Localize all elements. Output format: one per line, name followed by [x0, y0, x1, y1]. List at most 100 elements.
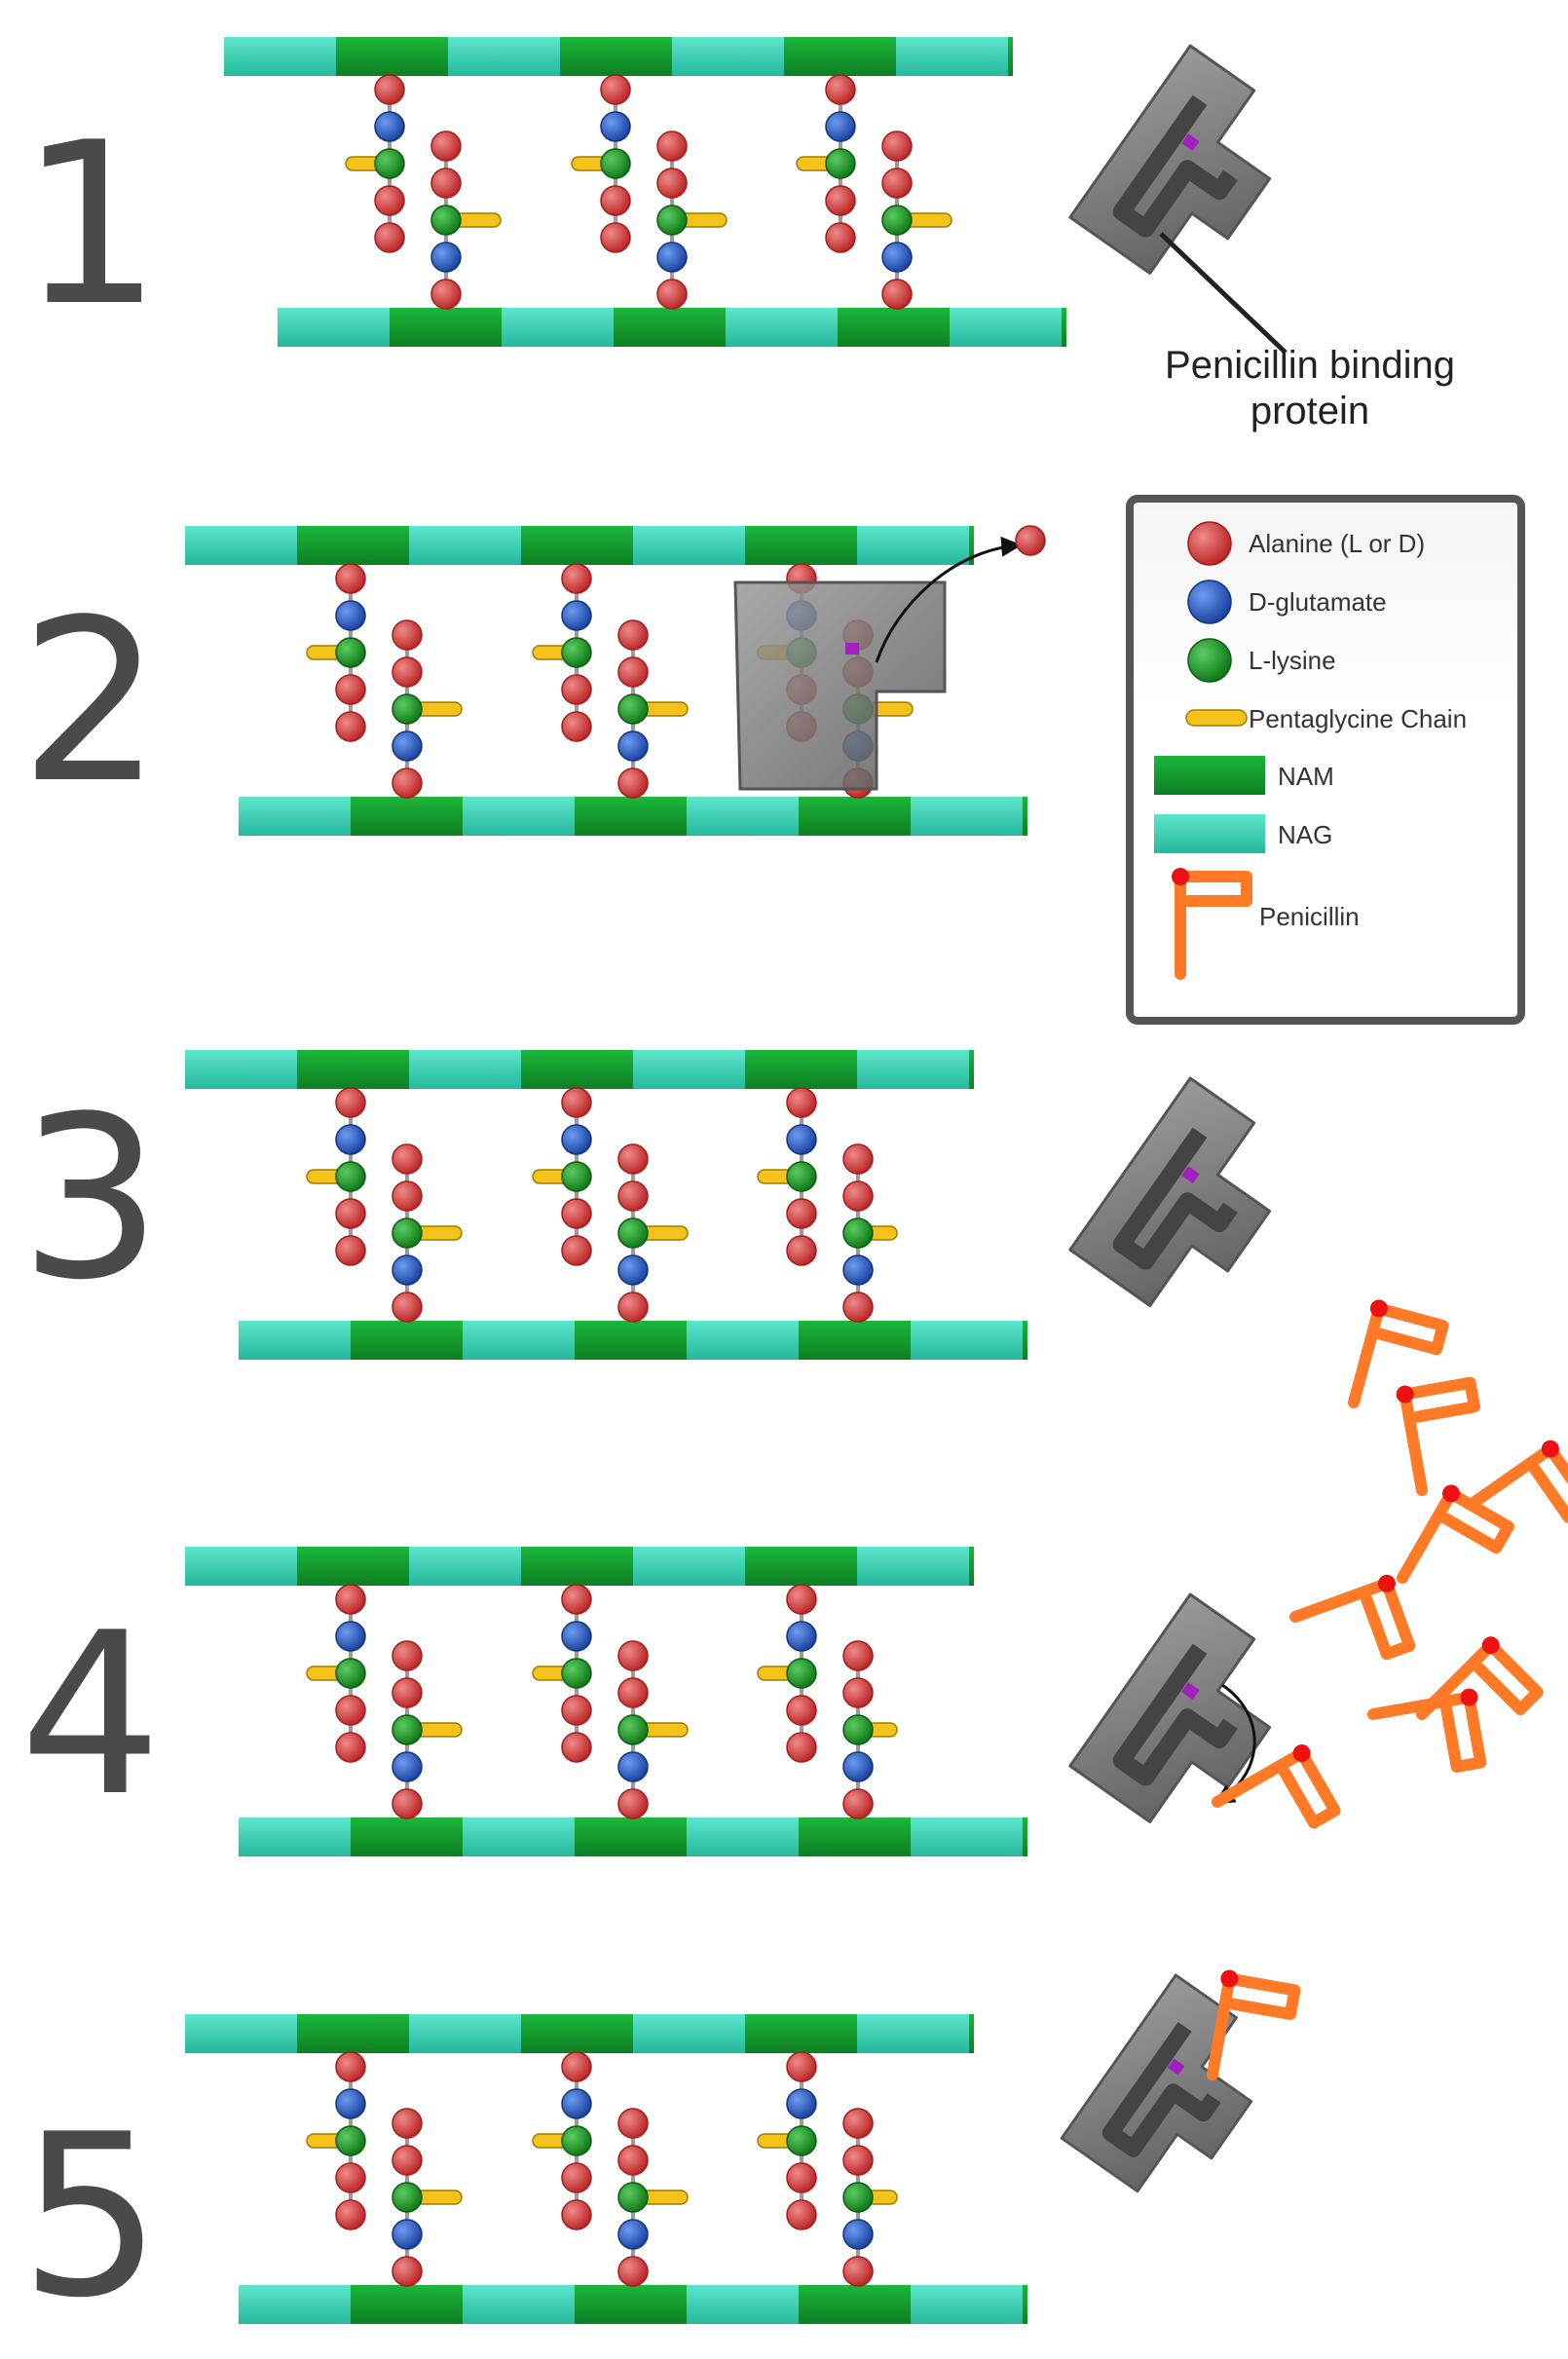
nag-segment: [633, 526, 745, 565]
step-number-3: 3: [19, 1069, 162, 1329]
nag-segment: [448, 37, 560, 76]
nam-segment: [390, 308, 502, 347]
glutamate-residue: [392, 1254, 423, 1286]
penicillin-body: [1465, 1442, 1568, 1523]
alanine-residue: [617, 619, 649, 651]
penicillin-binding-protein-label: Penicillin binding protein: [1159, 232, 1455, 432]
nam-segment: [575, 1321, 687, 1360]
alanine-residue: [617, 1292, 649, 1323]
glutamate-residue: [881, 242, 913, 273]
nag-segment: [726, 308, 838, 347]
penicillin-molecule: [1465, 1440, 1568, 1523]
alanine-residue: [392, 768, 423, 799]
alanine-residue: [786, 1695, 817, 1726]
lysine-residue: [656, 205, 688, 236]
penicillin-molecule: [1397, 1484, 1514, 1584]
alanine-residue: [786, 1235, 817, 1266]
nag-segment: [687, 797, 799, 836]
nam-segment: [297, 526, 409, 565]
penicillin-molecule: [1212, 1744, 1341, 1829]
alanine-residue: [392, 1640, 423, 1671]
step-number-1: 1: [19, 95, 162, 356]
nam-segment: [969, 1547, 974, 1586]
alanine-residue: [617, 656, 649, 688]
nam-segment: [297, 1547, 409, 1586]
penicillin-reactive-site: [1220, 1969, 1239, 1988]
lysine-residue: [842, 1217, 874, 1249]
alanine-residue: [842, 1640, 874, 1671]
alanine-residue: [656, 168, 688, 199]
nag-segment: [896, 37, 1008, 76]
alanine-residue: [392, 2108, 423, 2139]
glutamate-residue: [561, 1124, 592, 1155]
penicillin-body: [1416, 1639, 1544, 1720]
alanine-residue: [392, 619, 423, 651]
penicillin-body: [1348, 1302, 1449, 1408]
alanine-residue: [842, 2256, 874, 2287]
nag-segment: [687, 2285, 799, 2324]
alanine-residue: [842, 1180, 874, 1212]
nag-segment: [278, 308, 390, 347]
alanine-residue: [617, 2108, 649, 2139]
lysine-residue: [392, 693, 423, 725]
nam-segment: [351, 1321, 463, 1360]
nag-segment: [633, 2014, 745, 2053]
glutamate-residue: [842, 1254, 874, 1286]
alanine-residue: [842, 1788, 874, 1819]
lysine-residue: [825, 148, 856, 179]
alanine-residue: [786, 1198, 817, 1229]
nam-segment: [351, 2285, 463, 2324]
nag-segment: [463, 1321, 575, 1360]
penicillin-reactive-site: [1396, 1385, 1414, 1404]
alanine-residue: [825, 74, 856, 105]
alanine-residue: [335, 1732, 366, 1763]
nag-segment: [857, 526, 969, 565]
nam-segment: [297, 2014, 409, 2053]
nam-segment: [521, 526, 633, 565]
glutamate-residue: [430, 242, 462, 273]
active-site-icon: [1181, 1682, 1200, 1701]
nag-segment: [239, 1817, 351, 1856]
legend-glutamate-swatch: [1187, 580, 1232, 624]
nag-segment: [950, 308, 1062, 347]
penicillin-reactive-site: [1481, 1636, 1500, 1655]
alanine-residue: [561, 674, 592, 705]
protein-binding-groove: [1101, 2021, 1221, 2157]
alanine-residue: [335, 1695, 366, 1726]
nag-segment: [185, 526, 297, 565]
alanine-residue: [430, 131, 462, 162]
legend: Alanine (L or D) D-glutamate L-lysine Pe…: [1126, 495, 1525, 1025]
alanine-residue: [335, 2162, 366, 2193]
legend-nam-swatch: [1154, 756, 1265, 795]
alanine-residue: [392, 1180, 423, 1212]
alanine-residue: [561, 1584, 592, 1615]
glutamate-residue: [335, 600, 366, 631]
alanine-residue: [392, 656, 423, 688]
glutamate-residue: [600, 111, 631, 142]
nag-segment: [239, 2285, 351, 2324]
protein-binding-groove: [1112, 1127, 1238, 1270]
lysine-residue: [335, 637, 366, 668]
alanine-residue: [842, 2108, 874, 2139]
nam-segment: [1023, 1817, 1027, 1856]
legend-lysine-swatch: [1187, 638, 1232, 683]
nam-segment: [1023, 2285, 1027, 2324]
legend-pentaglycine-swatch: [1185, 709, 1248, 727]
penicillin-body: [1212, 1747, 1341, 1829]
alanine-residue: [786, 1732, 817, 1763]
lysine-residue: [617, 693, 649, 725]
legend-nam-label: NAM: [1278, 762, 1334, 791]
glutamate-residue: [335, 1621, 366, 1652]
nam-segment: [799, 797, 911, 836]
alanine-residue: [335, 1235, 366, 1266]
alanine-residue: [825, 222, 856, 253]
alanine-residue: [374, 222, 405, 253]
lysine-residue: [600, 148, 631, 179]
penicillin-molecule: [1289, 1574, 1416, 1661]
nam-segment: [336, 37, 448, 76]
nag-segment: [687, 1817, 799, 1856]
glutamate-residue: [374, 111, 405, 142]
nag-segment: [185, 2014, 297, 2053]
nag-segment: [911, 797, 1023, 836]
